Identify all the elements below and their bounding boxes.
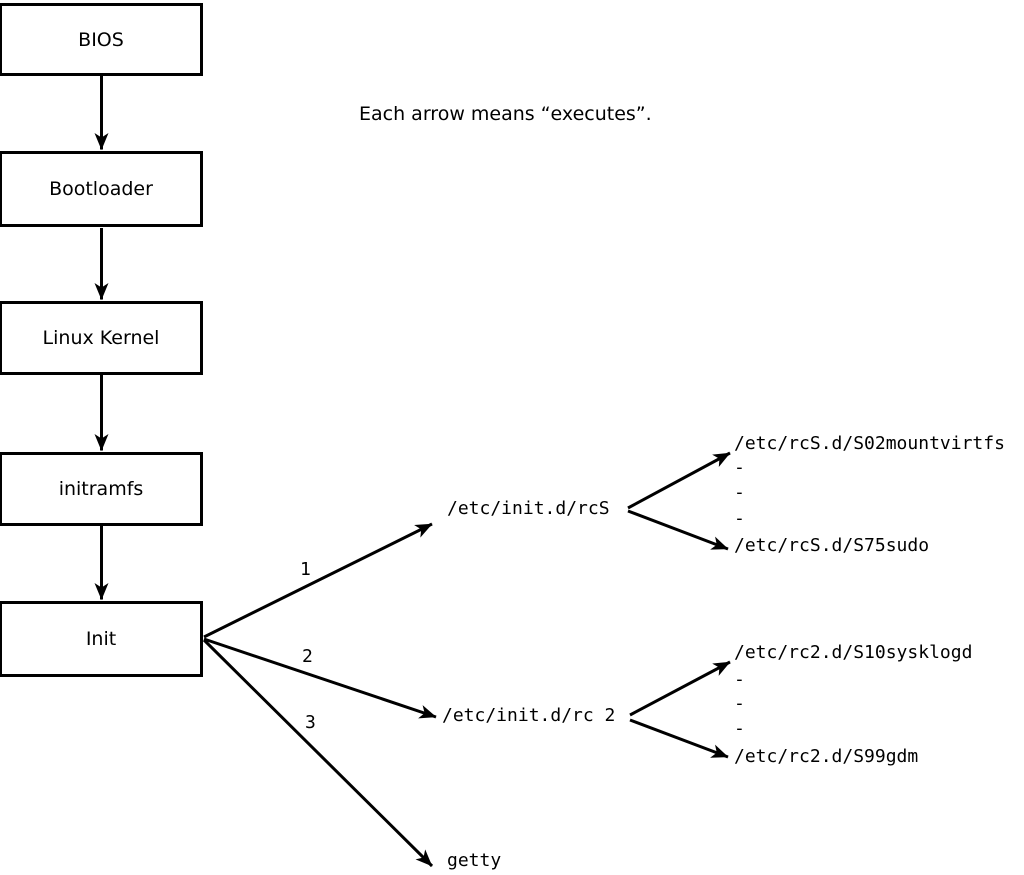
node-rcS-last-script: /etc/rcS.d/S75sudo <box>734 535 930 556</box>
rc2-ellipsis-dash: - <box>734 718 745 739</box>
branch-order-1: 1 <box>300 559 311 580</box>
branch-order-3: 3 <box>305 712 316 733</box>
node-bios-label: BIOS <box>78 28 124 51</box>
node-initramfs-label: initramfs <box>58 478 144 500</box>
arrow-rcS-to-first-script <box>627 451 731 510</box>
rc2-ellipsis-dash: - <box>734 669 745 690</box>
arrow-rc2-to-first-script <box>629 660 731 717</box>
node-rcS-first-script: /etc/rcS.d/S02mountvirtfs <box>734 433 1005 454</box>
node-bios: BIOS <box>0 3 203 76</box>
node-init: Init <box>0 601 203 677</box>
node-initramfs: initramfs <box>0 452 203 526</box>
arrow-init-to-rc2 <box>203 637 437 719</box>
branch-order-2: 2 <box>302 646 313 667</box>
node-rc2: /etc/init.d/rc 2 <box>442 705 616 726</box>
arrow-init-to-rcS <box>203 522 433 639</box>
node-linux-kernel: Linux Kernel <box>0 301 203 375</box>
node-linux-kernel-label: Linux Kernel <box>42 327 160 349</box>
node-rcS: /etc/init.d/rcS <box>447 498 610 519</box>
node-bootloader-label: Bootloader <box>49 178 153 200</box>
rcS-ellipsis-dash: - <box>734 482 745 503</box>
rcS-ellipsis-dash: - <box>734 457 745 478</box>
arrow-rc2-to-last-script <box>629 718 729 759</box>
node-init-label: Init <box>85 628 117 650</box>
rcS-ellipsis-dash: - <box>734 508 745 529</box>
node-bootloader: Bootloader <box>0 151 203 227</box>
arrow-init-to-getty <box>202 638 434 868</box>
node-getty: getty <box>447 850 502 871</box>
node-rc2-first-script: /etc/rc2.d/S10sysklogd <box>734 642 973 663</box>
arrow-rcS-to-last-script <box>627 509 729 551</box>
legend-note: Each arrow means “executes”. <box>359 103 652 125</box>
node-rc2-last-script: /etc/rc2.d/S99gdm <box>734 746 919 767</box>
rc2-ellipsis-dash: - <box>734 693 745 714</box>
